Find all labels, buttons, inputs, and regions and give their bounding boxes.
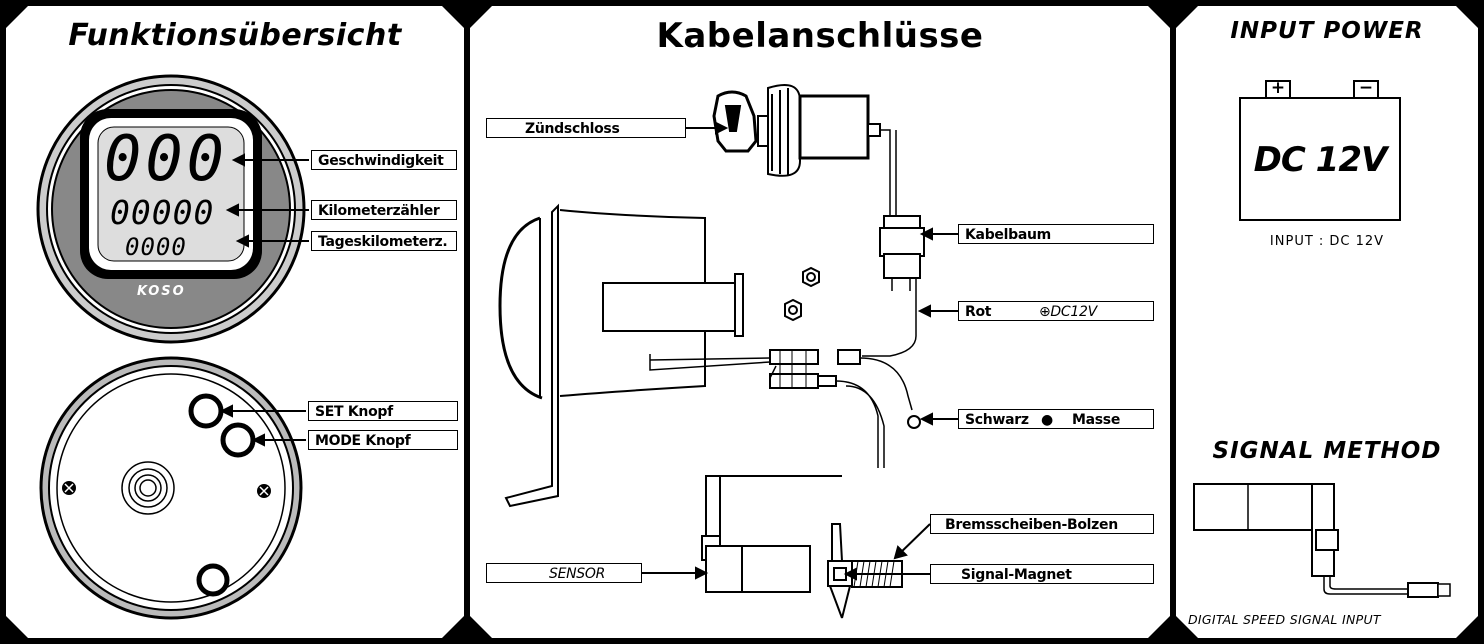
- label-black-text: Schwarz: [965, 412, 1029, 428]
- label-harness: Kabelbaum: [958, 224, 1154, 244]
- cable-connections-panel: Kabelanschlüsse: [470, 6, 1170, 638]
- function-overview-panel: Funktionsübersicht 000 00000 0000: [6, 6, 464, 638]
- odometer-display: 00000: [110, 193, 215, 232]
- trip-display: 0000: [125, 233, 187, 261]
- battery-voltage-label: DC 12V: [1253, 140, 1388, 180]
- signal-method-title: SIGNAL METHOD: [1212, 438, 1442, 464]
- label-brake-bolt: Bremsscheiben-Bolzen: [930, 514, 1154, 534]
- gauge-illustration: [36, 74, 309, 620]
- label-red-voltage: ⊕DC12V: [1039, 304, 1097, 320]
- battery-minus-terminal: −: [1358, 78, 1374, 98]
- label-black-wire: Schwarz ● Masse: [958, 409, 1154, 429]
- battery-illustration: [1193, 80, 1451, 598]
- input-power-title: INPUT POWER: [1230, 18, 1424, 44]
- label-odometer: Kilometerzähler: [311, 200, 457, 220]
- label-ignition: Zündschloss: [486, 118, 686, 138]
- minus-icon: ●: [1041, 412, 1053, 428]
- label-set-button: SET Knopf: [308, 401, 458, 421]
- bottom-button-icon: [196, 563, 230, 597]
- screw-right-icon: [257, 484, 271, 498]
- label-trip: Tageskilometerz.: [311, 231, 457, 251]
- power-signal-panel: INPUT POWER + − DC 12V INPUT : DC 12V SI…: [1176, 6, 1478, 638]
- battery-plus-terminal: +: [1270, 78, 1286, 98]
- screw-left-icon: [62, 481, 76, 495]
- label-ground-text: Masse: [1072, 412, 1121, 428]
- label-red-wire: Rot ⊕DC12V: [958, 301, 1154, 321]
- label-signal-magnet: Signal-Magnet: [930, 564, 1154, 584]
- wiring-illustration: [498, 84, 958, 619]
- speed-display: 000: [104, 122, 228, 195]
- koso-logo: KOSO: [137, 284, 186, 299]
- label-red-text: Rot: [965, 304, 992, 320]
- input-caption: INPUT : DC 12V: [1269, 234, 1385, 249]
- label-speed: Geschwindigkeit: [311, 150, 457, 170]
- function-overview-title: Funktionsübersicht: [68, 18, 402, 53]
- label-mode-button: MODE Knopf: [308, 430, 458, 450]
- cable-connections-title: Kabelanschlüsse: [656, 16, 984, 56]
- label-harness-text: Kabelbaum: [965, 227, 1051, 243]
- label-sensor: SENSOR: [486, 563, 642, 583]
- signal-caption: DIGITAL SPEED SIGNAL INPUT: [1188, 612, 1381, 627]
